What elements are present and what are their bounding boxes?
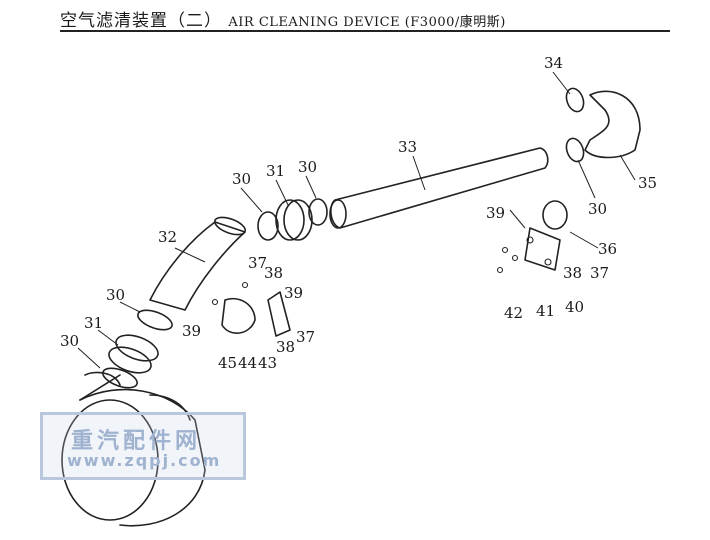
- callout-32: 32: [158, 228, 177, 246]
- callout-41: 41: [536, 302, 555, 320]
- lower-clamp-set: [102, 309, 173, 389]
- callout-33: 33: [398, 138, 417, 156]
- callout-45: 45: [218, 354, 237, 372]
- callout-39: 39: [284, 284, 303, 302]
- callout-40: 40: [565, 298, 584, 316]
- callout-30: 30: [232, 170, 251, 188]
- page-header: 空气滤清装置（二） AIR CLEANING DEVICE (F3000/康明斯…: [60, 4, 670, 32]
- pipe-33: [329, 147, 549, 229]
- callout-44: 44: [238, 354, 257, 372]
- callout-38: 38: [563, 264, 582, 282]
- callout-43: 43: [258, 354, 277, 372]
- callout-31: 31: [266, 162, 285, 180]
- air-cleaner-housing: [61, 371, 206, 527]
- callout-38: 38: [264, 264, 283, 282]
- middle-clamp-set: [257, 198, 328, 241]
- callout-30: 30: [106, 286, 125, 304]
- callout-30: 30: [298, 158, 317, 176]
- elbow-35: [565, 87, 641, 163]
- callout-36: 36: [598, 240, 617, 258]
- callout-37: 37: [590, 264, 609, 282]
- callout-37: 37: [248, 254, 267, 272]
- callout-42: 42: [504, 304, 523, 322]
- bracket-assembly: [496, 200, 568, 274]
- watermark: 重汽配件网 www.zqpj.com: [40, 412, 246, 480]
- clamp-bracket-43-45: [211, 281, 291, 337]
- leader-lines: [77, 71, 636, 369]
- title-en: AIR CLEANING DEVICE (F3000/康明斯): [228, 15, 506, 30]
- title-cn: 空气滤清装置（二）: [60, 11, 222, 31]
- callout-37: 37: [296, 328, 315, 346]
- page-title: 空气滤清装置（二） AIR CLEANING DEVICE (F3000/康明斯…: [60, 6, 506, 31]
- callout-labels: 34 35 30 33 30 31 30 32 39 36 38 37 40 4…: [60, 54, 657, 372]
- watermark-url: www.zqpj.com: [67, 451, 222, 470]
- callout-30: 30: [588, 200, 607, 218]
- callout-30: 30: [60, 332, 79, 350]
- callout-38: 38: [276, 338, 295, 356]
- watermark-text: 重汽配件网: [71, 429, 202, 454]
- callout-39: 39: [182, 322, 201, 340]
- callout-35: 35: [638, 174, 657, 192]
- callout-34: 34: [544, 54, 563, 72]
- callout-31: 31: [84, 314, 103, 332]
- hose-32: [149, 216, 247, 311]
- callout-39: 39: [486, 204, 505, 222]
